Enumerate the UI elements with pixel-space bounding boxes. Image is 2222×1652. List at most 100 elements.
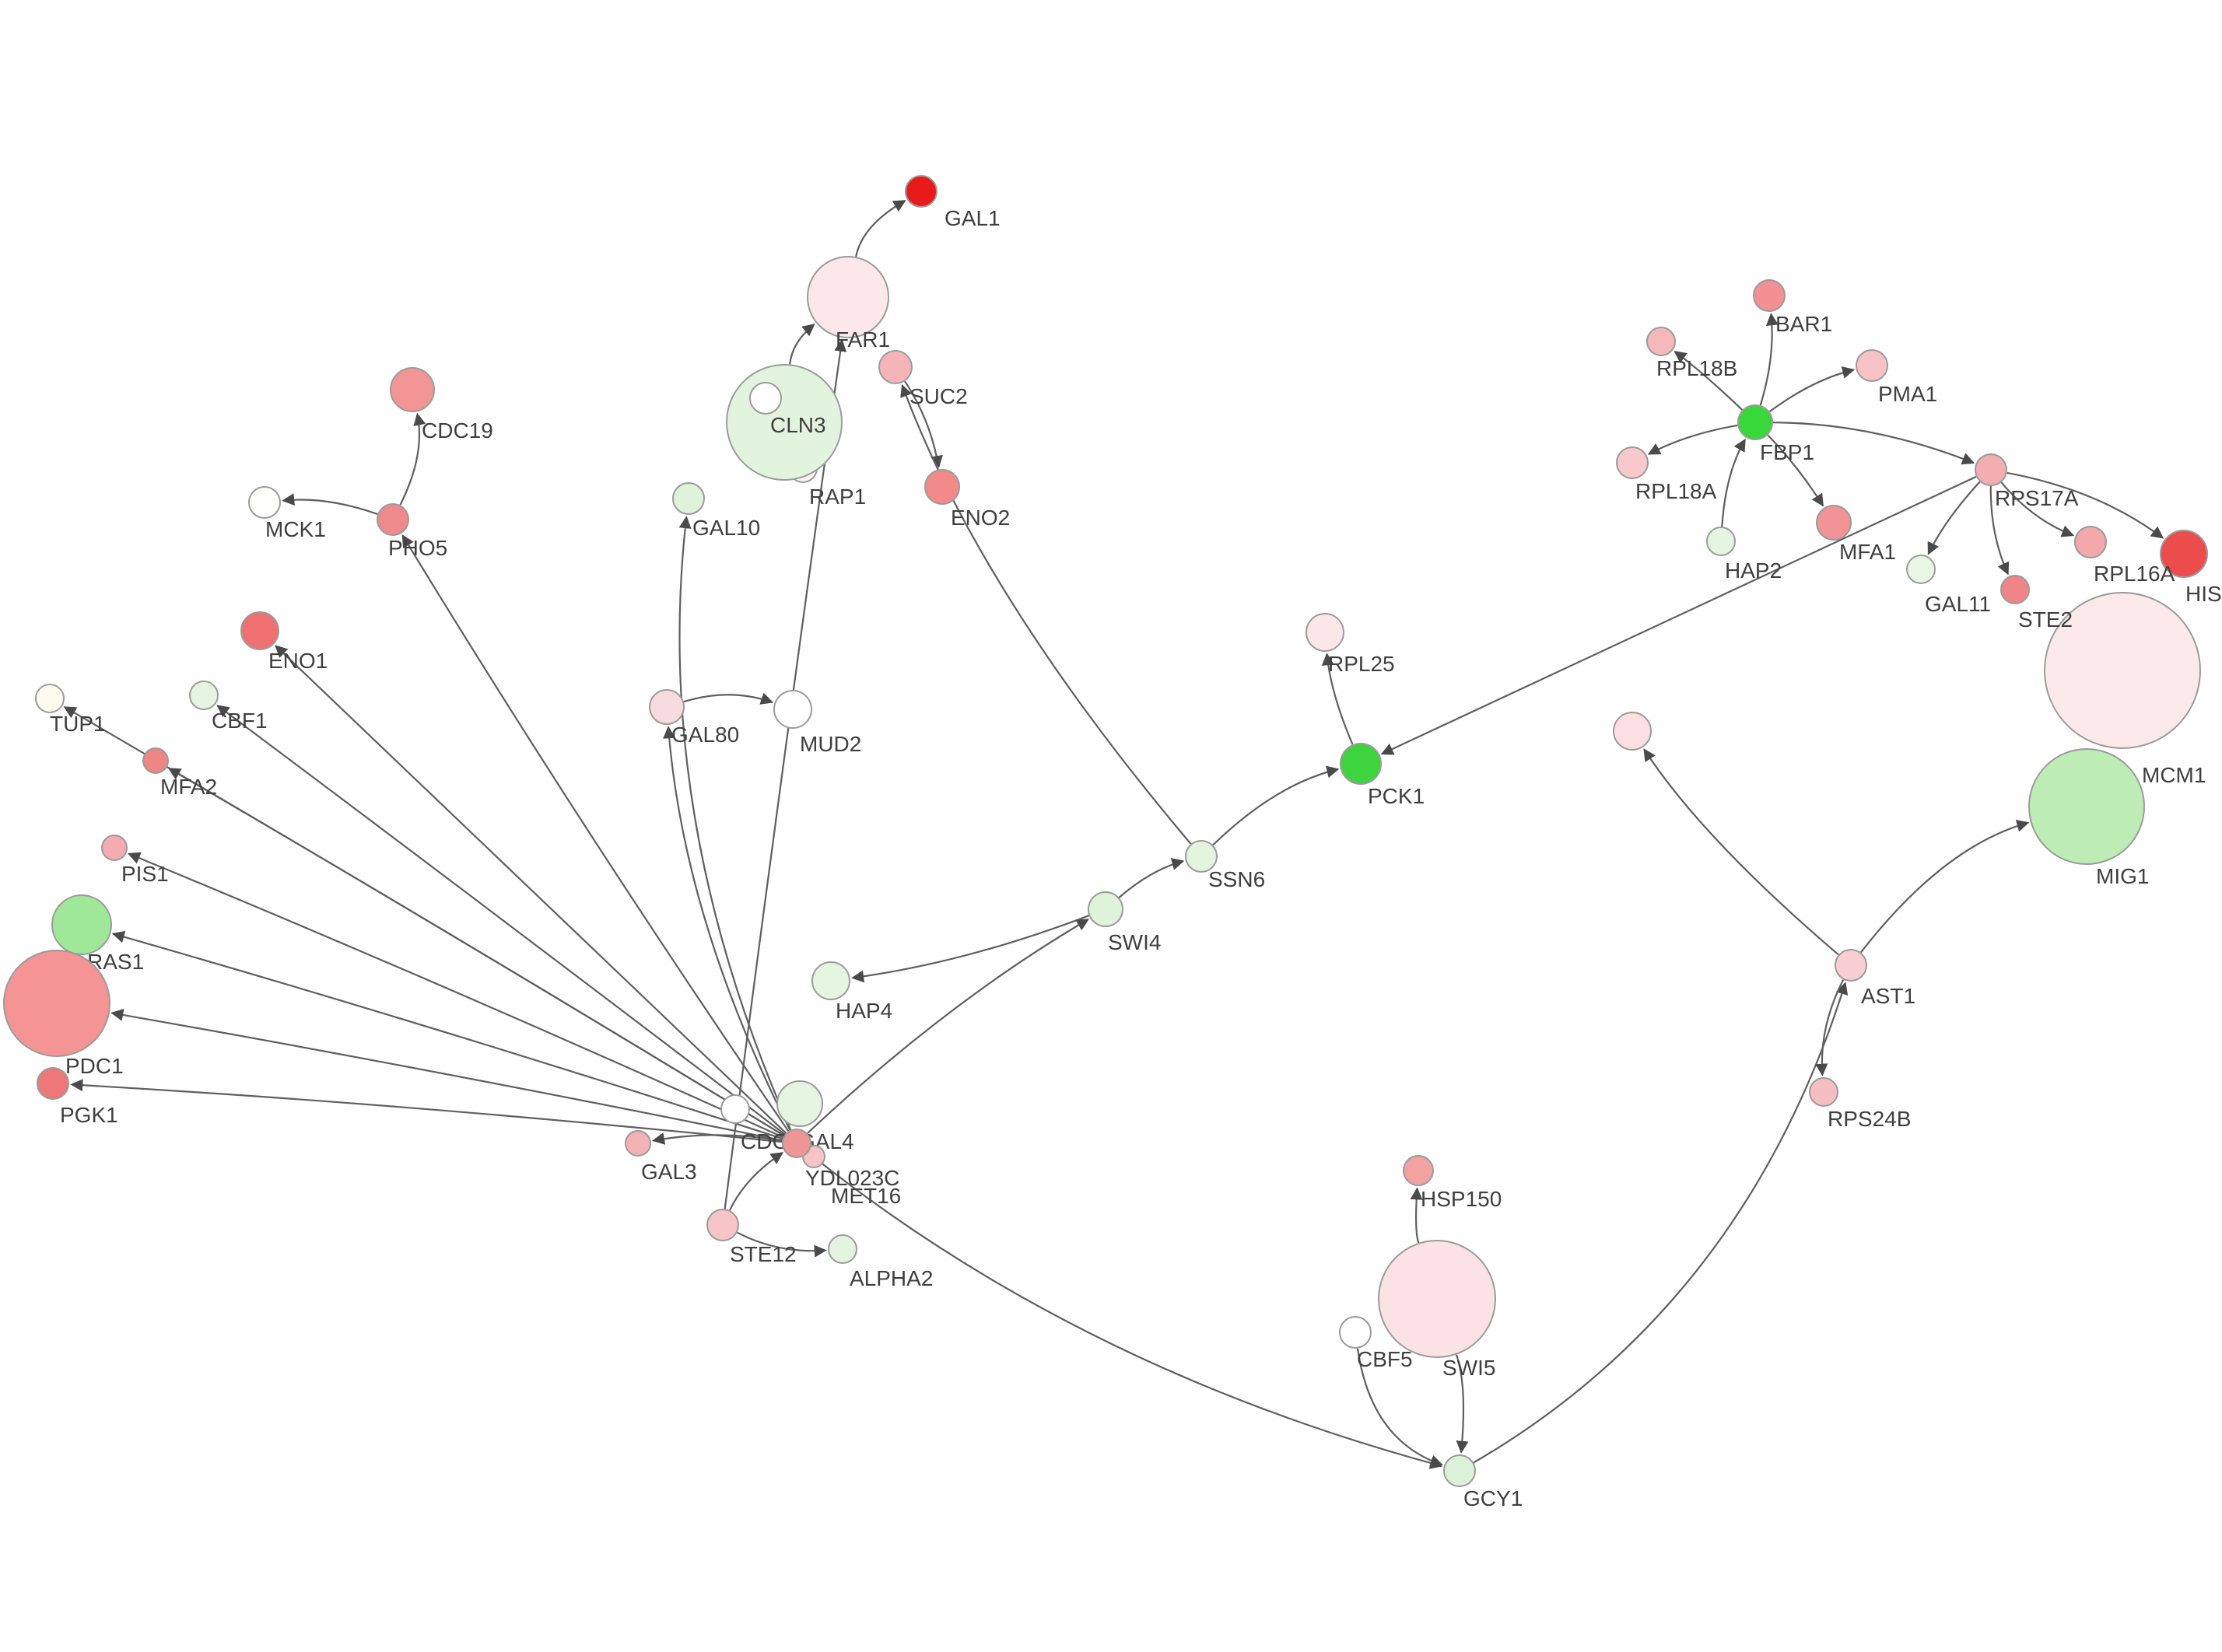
node-RPL16A[interactable]: [2074, 526, 2107, 558]
node-label-MFA1: MFA1: [1839, 540, 1896, 564]
edge-FAR1-GAL1: [855, 200, 906, 257]
node-FBP1[interactable]: [1737, 404, 1773, 440]
edge-RPS17A-HIS4: [2006, 471, 2164, 539]
node-TUP1[interactable]: [35, 684, 65, 713]
node-label-SWI4: SWI4: [1108, 930, 1161, 954]
node-HAP4[interactable]: [811, 961, 850, 1000]
node-label-SSN6: SSN6: [1208, 867, 1265, 891]
node-STE12[interactable]: [706, 1209, 739, 1241]
node-STE2[interactable]: [2000, 575, 2030, 604]
node-MFA2[interactable]: [142, 747, 169, 774]
edge-GAL4-MFA2: [167, 768, 785, 1137]
node-SWI5[interactable]: [1378, 1240, 1496, 1358]
node-label-HSP150: HSP150: [1421, 1187, 1502, 1211]
edge-CBF5-GCY1: [1356, 1348, 1443, 1468]
node-ENO2[interactable]: [924, 469, 960, 505]
node-HSP150[interactable]: [1403, 1155, 1434, 1186]
node-GAL4[interactable]: [782, 1129, 811, 1158]
edge-PCK1-RPL25: [1321, 653, 1354, 745]
node-RPL18B[interactable]: [1646, 327, 1676, 356]
edge-GAL4-PHO5: [401, 534, 790, 1132]
node-FAR1[interactable]: [807, 256, 889, 338]
node-label-GAL10: GAL10: [692, 516, 760, 540]
edge-GAL4-SWI4: [807, 919, 1089, 1134]
node-label-HIS4: HIS4: [2185, 582, 2222, 606]
node-ALPHA2[interactable]: [828, 1234, 857, 1264]
node-ENO1[interactable]: [240, 611, 279, 650]
node-label-CBF1: CBF1: [212, 709, 268, 733]
node-PCK1[interactable]: [1340, 743, 1382, 785]
node-label-MCK1: MCK1: [265, 517, 326, 541]
node-AST1[interactable]: [1835, 949, 1867, 982]
node-GCY1[interactable]: [1443, 1454, 1476, 1487]
node-label-PDC1: PDC1: [65, 1054, 124, 1078]
edge-PHO5-MCK1: [282, 493, 378, 516]
node-PHO5[interactable]: [377, 503, 409, 536]
node-RAS1[interactable]: [51, 894, 112, 955]
node-label-PIS1: PIS1: [121, 862, 169, 886]
node-label-YDL023C: YDL023C: [805, 1166, 899, 1190]
node-PIS1[interactable]: [101, 835, 128, 861]
node-MFA1[interactable]: [1816, 505, 1852, 541]
node-label-PCK1: PCK1: [1368, 784, 1425, 808]
edge-STE12-GAL4: [729, 1152, 784, 1211]
node-label-MUD2: MUD2: [800, 732, 861, 756]
node-label-RPS24B: RPS24B: [1828, 1107, 1911, 1131]
edge-GAL4-PDC1: [110, 1008, 783, 1142]
node-GAL11[interactable]: [1906, 555, 1936, 584]
node-CBF1[interactable]: [189, 681, 219, 710]
node-label-SWI5: SWI5: [1442, 1356, 1495, 1380]
node-RPL25[interactable]: [1306, 613, 1344, 652]
node-CDC6[interactable]: [720, 1094, 750, 1124]
node-SWI4[interactable]: [1088, 891, 1123, 927]
node-GAL1[interactable]: [905, 175, 938, 208]
node-GAL3[interactable]: [625, 1130, 651, 1157]
edge-HAP2-FBP1: [1721, 439, 1746, 527]
edge-GAL80-MUD2: [683, 692, 774, 705]
node-BAR1[interactable]: [1753, 279, 1786, 312]
node-PGK1[interactable]: [37, 1067, 69, 1100]
node-MCM1[interactable]: [2044, 592, 2201, 749]
node-MUD2[interactable]: [773, 690, 812, 729]
node-unlabeled-1[interactable]: [1613, 712, 1652, 751]
edge-GAL4-PGK1: [70, 1079, 783, 1143]
node-CDC19[interactable]: [390, 367, 435, 412]
node-RPS17A[interactable]: [1975, 453, 2007, 486]
edge-CLN3-FAR1: [789, 324, 815, 365]
node-CBF5[interactable]: [1339, 1316, 1372, 1349]
node-label-MCM1: MCM1: [2142, 763, 2206, 787]
node-label-STE2: STE2: [2018, 607, 2073, 632]
node-MIG1[interactable]: [2028, 748, 2145, 865]
edge-STE12-ALPHA2: [737, 1231, 827, 1258]
edge-SWI4-HAP4: [851, 915, 1089, 983]
node-label-MET16: MET16: [831, 1184, 901, 1208]
node-SSN6[interactable]: [1185, 840, 1218, 873]
node-HIS4[interactable]: [2160, 530, 2208, 578]
node-RPS24B[interactable]: [1809, 1077, 1838, 1107]
node-label-RPL18B: RPL18B: [1656, 356, 1737, 380]
node-RPL18A[interactable]: [1616, 446, 1649, 479]
node-label-PMA1: PMA1: [1878, 382, 1937, 406]
node-GAL10[interactable]: [672, 482, 705, 515]
node-GAL80[interactable]: [649, 689, 685, 725]
node-PMA1[interactable]: [1856, 349, 1888, 382]
edge-GCY1-AST1: [1473, 982, 1849, 1464]
node-YDL023C[interactable]: [776, 1080, 823, 1127]
node-label-RPS17A: RPS17A: [1995, 486, 2079, 510]
node-label-GAL3: GAL3: [641, 1160, 697, 1184]
node-SUC2[interactable]: [878, 350, 913, 384]
edge-FBP1-BAR1: [1759, 313, 1779, 406]
node-unlabeled-2[interactable]: [749, 382, 782, 415]
edge-FBP1-RPL18A: [1647, 424, 1738, 455]
edge-GAL4-GAL80: [663, 726, 791, 1131]
node-label-RAP1: RAP1: [809, 485, 866, 509]
node-MCK1[interactable]: [248, 486, 281, 519]
edge-PHO5-CDC19: [399, 412, 426, 506]
node-PDC1[interactable]: [3, 950, 110, 1057]
node-HAP2[interactable]: [1706, 527, 1736, 556]
edge-SWI5-HSP150: [1410, 1187, 1423, 1244]
node-label-CDC19: CDC19: [422, 418, 493, 443]
node-label-MFA2: MFA2: [160, 775, 217, 799]
